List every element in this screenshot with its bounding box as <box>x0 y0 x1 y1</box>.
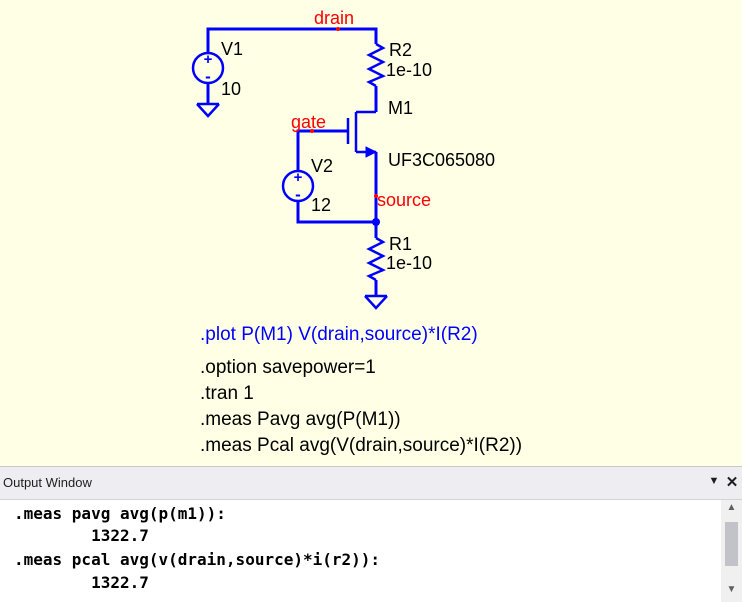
wire-gate[interactable] <box>296 129 348 172</box>
scroll-down-icon[interactable]: ▼ <box>726 584 737 595</box>
wire-v2-source[interactable] <box>296 200 376 224</box>
close-icon[interactable]: ✕ <box>725 474 739 491</box>
ground-icon-r1 <box>364 294 388 310</box>
v2-minus-icon: - <box>295 185 301 204</box>
schematic-canvas[interactable]: + - V1 10 R2 1e-10 M1 UF3C065080 <box>0 0 742 465</box>
output-window: Output Window ▼ ✕ .meas pavg avg(p(m1)):… <box>0 466 742 602</box>
m1-mosfet[interactable]: M1 UF3C065080 <box>346 98 495 170</box>
output-window-header[interactable]: Output Window ▼ ✕ <box>0 467 742 500</box>
spice-directives: .plot P(M1) V(drain,source)*I(R2) .optio… <box>200 324 522 456</box>
r2-resistor[interactable]: R2 1e-10 <box>366 40 432 88</box>
output-line: .meas pavg avg(p(m1)): <box>14 504 226 523</box>
drain-net-anchor <box>336 27 340 31</box>
output-line: .meas pcal avg(v(drain,source)*i(r2)): <box>14 550 381 569</box>
scroll-up-icon[interactable]: ▲ <box>726 502 737 513</box>
schematic-drawing[interactable]: + - V1 10 R2 1e-10 M1 UF3C065080 <box>0 0 742 465</box>
v1-value: 10 <box>221 79 241 99</box>
r2-name: R2 <box>389 40 412 60</box>
source-net-anchor <box>374 194 378 198</box>
output-line: 1322.7 <box>14 573 149 592</box>
output-window-title: Output Window <box>3 475 92 490</box>
wire-drain[interactable] <box>206 27 378 53</box>
net-label-source[interactable]: source <box>377 190 431 210</box>
v1-minus-icon: - <box>205 67 211 86</box>
net-labels: drain gate source <box>291 8 431 210</box>
chevron-down-icon[interactable]: ▼ <box>708 475 720 487</box>
net-label-gate[interactable]: gate <box>291 112 326 132</box>
m1-model: UF3C065080 <box>388 150 495 170</box>
scrollbar-thumb[interactable] <box>725 522 738 566</box>
wires <box>206 27 378 296</box>
r1-resistor[interactable]: R1 1e-10 <box>366 234 432 282</box>
r1-value: 1e-10 <box>386 253 432 273</box>
v2-source[interactable]: + - V2 12 <box>281 156 333 215</box>
v1-source[interactable]: + - V1 10 <box>191 39 243 99</box>
plot-directive[interactable]: .plot P(M1) V(drain,source)*I(R2) <box>200 324 478 345</box>
gate-net-anchor <box>310 129 314 133</box>
v2-name: V2 <box>311 156 333 176</box>
directive-meas-pcal[interactable]: .meas Pcal avg(V(drain,source)*I(R2)) <box>200 435 522 456</box>
directive-tran[interactable]: .tran 1 <box>200 383 254 404</box>
directive-meas-pavg[interactable]: .meas Pavg avg(P(M1)) <box>200 409 401 430</box>
net-label-drain[interactable]: drain <box>314 8 354 28</box>
r2-value: 1e-10 <box>386 60 432 80</box>
v1-name: V1 <box>221 39 243 59</box>
output-line: 1322.7 <box>14 526 149 545</box>
output-text-area[interactable]: .meas pavg avg(p(m1)): 1322.7 .meas pcal… <box>0 500 720 602</box>
r1-name: R1 <box>389 234 412 254</box>
m1-name: M1 <box>388 98 413 118</box>
directive-option[interactable]: .option savepower=1 <box>200 357 376 378</box>
v2-value: 12 <box>311 195 331 215</box>
ground-icon-v1 <box>196 102 220 118</box>
v1-plus-icon: + <box>204 51 213 68</box>
v2-plus-icon: + <box>294 169 303 186</box>
vertical-scrollbar[interactable]: ▲ ▼ <box>721 500 742 602</box>
junction-dot <box>372 218 380 226</box>
